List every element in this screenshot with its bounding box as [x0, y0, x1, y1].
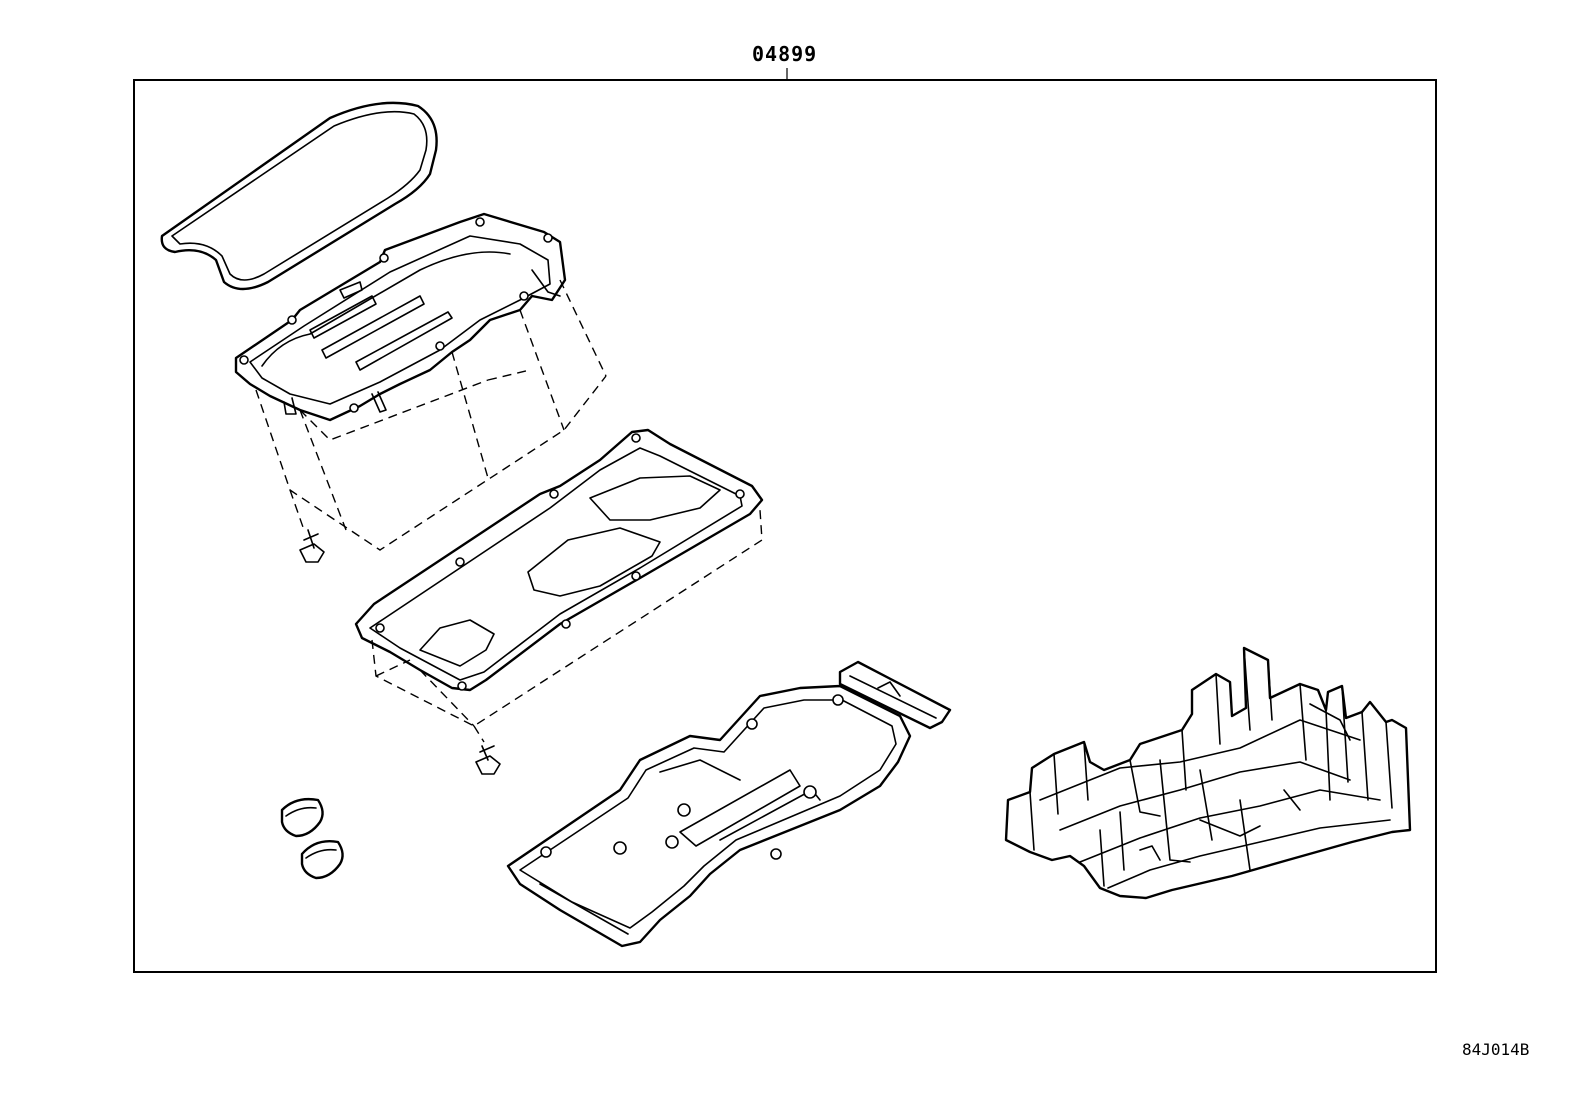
- screw-lower[interactable]: [475, 745, 501, 775]
- packing-insert-cardboard[interactable]: [1004, 646, 1412, 900]
- kit-boundary-frame: [133, 79, 1437, 973]
- assembly-part-number[interactable]: 04899: [752, 42, 818, 66]
- tray-bracket-strip[interactable]: [838, 660, 952, 730]
- middle-plate-projection-lines: [371, 509, 763, 743]
- screw-upper[interactable]: [299, 529, 325, 563]
- top-gasket-ring[interactable]: [160, 101, 438, 291]
- upper-meter-housing[interactable]: [234, 212, 567, 422]
- upper-housing-projection-lines: [255, 279, 607, 551]
- diagram-reference-code: 84J014B: [1462, 1040, 1530, 1059]
- middle-plate[interactable]: [354, 428, 764, 692]
- bottom-tray[interactable]: [506, 684, 912, 948]
- rubber-cap-2[interactable]: [300, 840, 344, 880]
- rubber-cap-1[interactable]: [280, 797, 324, 838]
